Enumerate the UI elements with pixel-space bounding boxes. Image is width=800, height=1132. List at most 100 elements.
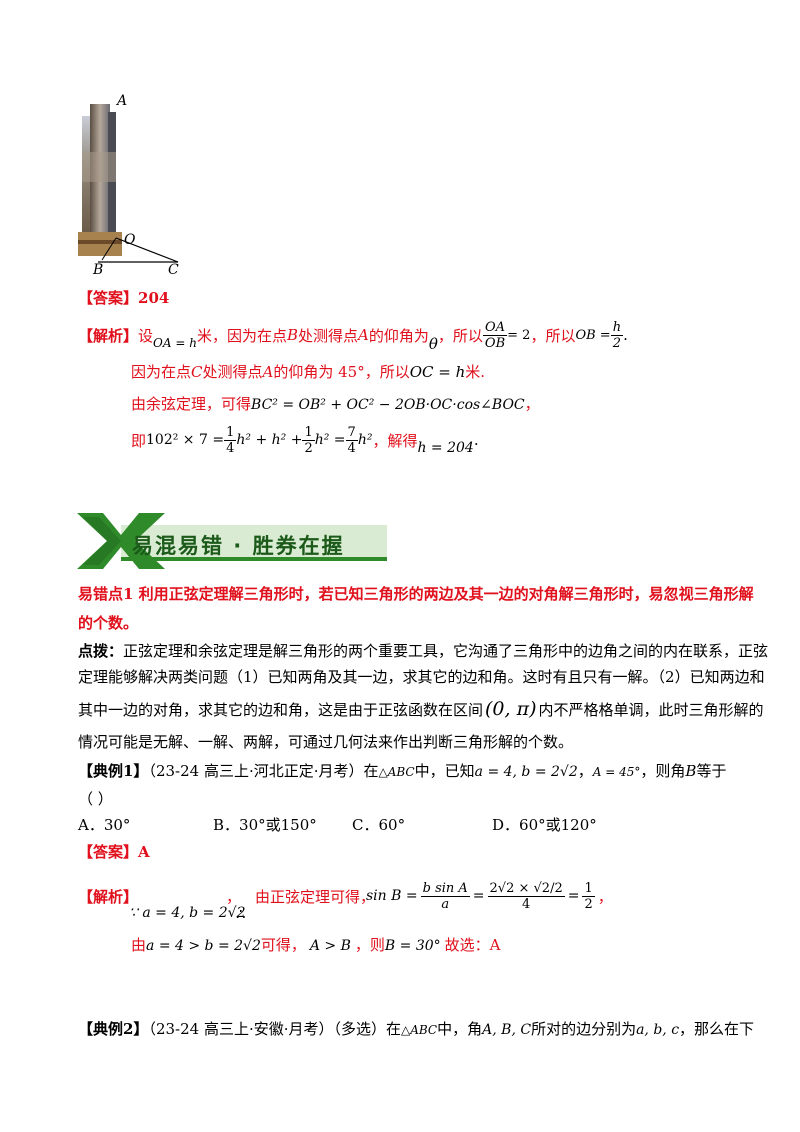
answer-value: 204 xyxy=(138,289,170,307)
analysis-tag-2: 【解析】 xyxy=(78,888,139,906)
banner-underline xyxy=(121,557,387,561)
text: 的仰角为 45°，所以 xyxy=(273,363,410,381)
text: ，所以 xyxy=(437,326,483,345)
because-comma: ， xyxy=(226,888,242,906)
den: 2 xyxy=(612,335,622,351)
text: 处测得点 xyxy=(298,326,359,345)
text: 米，因为在点 xyxy=(196,326,287,345)
example2-stem: 【典例2】（23-24 高三上·安徽·月考）（多选）在△ABC中，角A, B, … xyxy=(78,1018,754,1039)
option-letter: A． xyxy=(78,816,104,834)
answer-tag: 【答案】 xyxy=(78,289,139,307)
tip-line-1: 点拨：正弦定理和余弦定理是解三角形的两个重要工具，它沟通了三角形中的边角之间的内… xyxy=(78,640,768,661)
analysis-line-1: 【解析】 设 OA = h 米，因为在点 B 处测得点 A 的仰角为 θ ，所以… xyxy=(78,315,628,355)
text: （23-24 高三上·河北正定·月考）在 xyxy=(148,762,379,780)
math: B = 30° xyxy=(384,938,441,954)
therefore-symbol: ∴ xyxy=(236,905,246,923)
math: sin B = xyxy=(366,888,418,904)
banner-title: 易混易错 · 胜券在握 xyxy=(132,534,345,558)
math-because: ∵ a = 4, b = 2√2 xyxy=(129,905,246,921)
text: 其中一边的对角，求其它的边和角，这是由于正弦函数在区间 xyxy=(78,700,484,719)
math: h² xyxy=(357,432,373,448)
text: ，解得 xyxy=(372,431,418,450)
option-letter: C． xyxy=(352,816,379,834)
text: 中，角 xyxy=(437,1020,483,1038)
math-triangle: △ABC xyxy=(401,1023,438,1037)
math-sides: a, b, c xyxy=(636,1022,680,1038)
text: 米. xyxy=(465,363,486,381)
tower-reflection xyxy=(82,152,116,182)
den: a xyxy=(441,896,450,912)
tip-line-3: 其中一边的对角，求其它的边和角，这是由于正弦函数在区间 (0, π) 内不严格格… xyxy=(78,698,764,720)
text: （23-24 高三上·安徽·月考）（多选）在 xyxy=(148,1020,401,1038)
analysis-line-2: 因为在点C处测得点A的仰角为 45°，所以OC = h米. xyxy=(131,361,485,382)
text: 可得， xyxy=(260,936,306,954)
math-theta: θ xyxy=(428,335,438,353)
den: OB xyxy=(484,335,506,351)
text: ， xyxy=(524,395,540,413)
option-A[interactable]: A．30° xyxy=(78,814,130,835)
math: OB = xyxy=(575,327,611,343)
pitfall-title-1: 易错点1 利用正弦定理解三角形时，若已知三角形的两边及其一边的对角解三角形时，易… xyxy=(78,585,754,603)
text: 的仰角为 xyxy=(368,326,429,345)
math-A: A xyxy=(358,326,369,344)
math: 102² × 7 = xyxy=(146,432,225,448)
because-line: ∵ a = 4, b = 2√2 xyxy=(129,903,245,921)
label-C: C xyxy=(168,262,179,278)
label-O: O xyxy=(124,232,136,248)
math-cosine-law: BC² = OB² + OC² − 2OB·OC·cos∠BOC xyxy=(251,397,525,413)
math-angle: A = 45° xyxy=(592,765,641,779)
text: 由 xyxy=(131,936,147,954)
option-C[interactable]: C．60° xyxy=(352,814,405,835)
text: ， xyxy=(597,887,613,906)
conclusion-line: 由a = 4 > b = 2√2可得，A > B，则B = 30°故选：A xyxy=(131,934,501,955)
math: a = 4 > b = 2√2 xyxy=(146,938,261,954)
text: . xyxy=(623,326,628,344)
tip-line-2: 定理能够解决两类问题（1）已知两角及其一边，求其它的边和角。这时有且只有一解。（… xyxy=(78,668,765,686)
text: 处测得点 xyxy=(202,363,263,381)
tower-base-stripe xyxy=(78,240,122,244)
math-angles: A, B, C xyxy=(482,1022,532,1038)
math: h² = xyxy=(314,432,346,448)
text: ，那么在下 xyxy=(679,1020,755,1038)
num: 2√2 × √2/2 xyxy=(487,880,565,897)
example-label: 【典例1】 xyxy=(78,762,149,780)
option-text: 30°或150° xyxy=(239,816,317,834)
banner-x-icon xyxy=(77,513,165,569)
math-interval: (0, π) xyxy=(485,698,537,720)
banner-bg xyxy=(121,525,387,561)
text: 因为在点 xyxy=(131,363,192,381)
den: 4 xyxy=(226,440,235,456)
text: 由余弦定理，可得 xyxy=(131,395,252,413)
pitfall-title-2: 的个数。 xyxy=(78,614,139,632)
den: 4 xyxy=(521,896,531,912)
den: 2 xyxy=(304,440,313,456)
text: 内不严格格单调，此时三角形解的 xyxy=(538,700,764,719)
den: 2 xyxy=(584,896,593,912)
tip-label: 点拨： xyxy=(78,642,124,660)
num: 1 xyxy=(582,880,595,897)
option-B[interactable]: B．30°或150° xyxy=(213,814,317,835)
math-condition: a = 4, b = 2√2 xyxy=(474,764,578,780)
by-sine-law: 由正弦定理可得， xyxy=(255,888,376,906)
analysis-line-3: 由余弦定理，可得BC² = OB² + OC² − 2OB·OC·cos∠BOC… xyxy=(131,393,540,414)
num: 1 xyxy=(224,424,237,441)
num: OA xyxy=(483,319,508,336)
math-B: B xyxy=(685,762,697,780)
line-OC xyxy=(115,237,179,263)
option-text: 30° xyxy=(103,816,131,834)
num: 1 xyxy=(302,424,315,441)
example-label: 【典例2】 xyxy=(78,1020,149,1038)
math: h² + h² + xyxy=(236,432,303,448)
section-banner xyxy=(77,513,387,569)
text: . xyxy=(473,431,479,449)
option-D[interactable]: D．60°或120° xyxy=(492,814,597,835)
math: = xyxy=(567,888,580,904)
answer-tag: 【答案】 xyxy=(78,843,139,861)
